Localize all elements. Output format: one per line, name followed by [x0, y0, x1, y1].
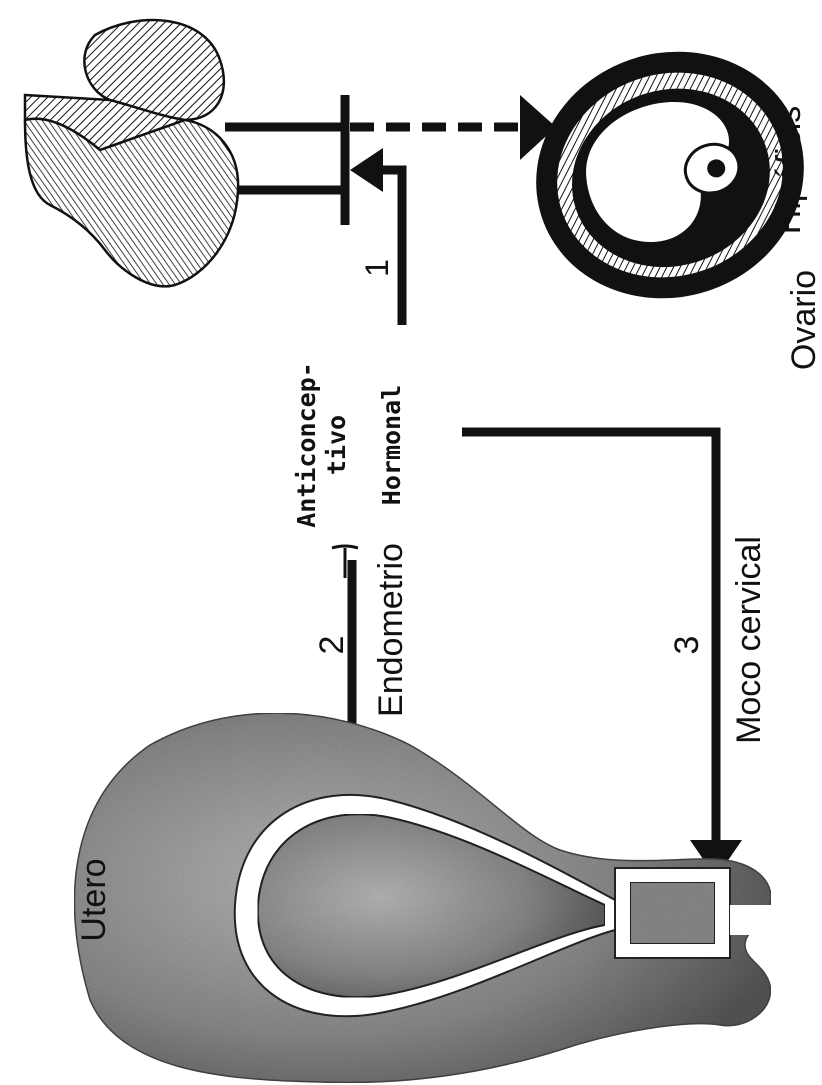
label-endometrium: Endometrio [372, 543, 410, 717]
pituitary-bottom-lobe [25, 119, 238, 287]
cervical-canal-inner [630, 882, 715, 944]
label-uterus: Utero [75, 858, 113, 941]
label-contraceptive-line3: Hormonal [377, 385, 406, 505]
label-pathway-2: 2 [313, 636, 351, 655]
label-pathway-1: 1 [359, 259, 395, 277]
label-cervical-mucus: Moco cervical [730, 536, 768, 744]
bracket-cap-left [332, 546, 358, 548]
label-pathway-3: 3 [668, 636, 706, 655]
cervix-os [730, 905, 775, 935]
pituitary-gland [25, 20, 238, 286]
label-contraceptive-line1: Anticoncep- [292, 362, 321, 528]
pathway-1-line [376, 170, 402, 325]
label-pituitary: Hipófisis [770, 106, 808, 234]
label-ovary: Ovario [785, 270, 822, 370]
label-contraceptive-line2: tivo [322, 415, 351, 475]
uterus [74, 713, 775, 1082]
pathway-1-arrowhead-icon [350, 148, 383, 192]
